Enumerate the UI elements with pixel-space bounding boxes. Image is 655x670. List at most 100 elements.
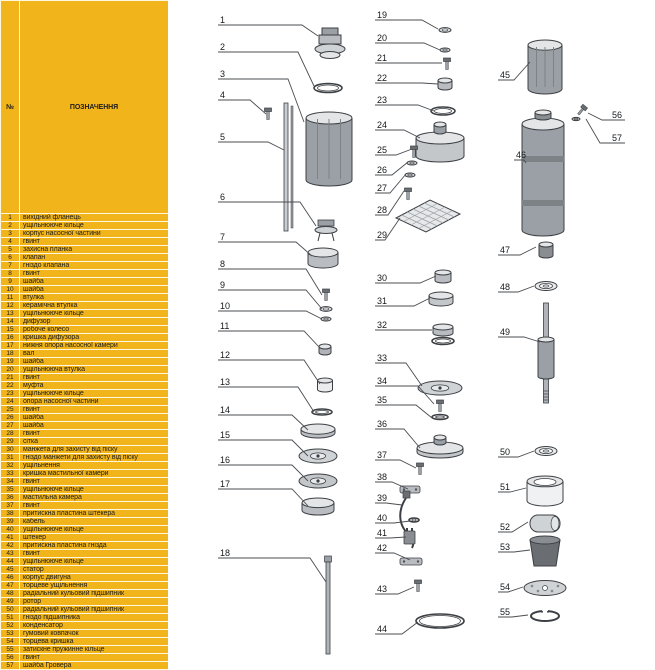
part-name-cell: ущільнююча втулка bbox=[23, 366, 85, 373]
callout-1: 1 bbox=[218, 15, 319, 37]
callout-5: 5 bbox=[218, 132, 285, 151]
callout-number: 37 bbox=[377, 450, 387, 460]
callout-number: 20 bbox=[377, 33, 387, 43]
part-21-illustration bbox=[443, 57, 451, 70]
part-name-cell: притискна пластина гнізда bbox=[23, 542, 107, 549]
part-number-cell: 10 bbox=[0, 286, 20, 293]
part-35-illustration bbox=[431, 413, 449, 421]
callout-51: 51 bbox=[498, 482, 527, 493]
part-number-cell: 26 bbox=[0, 414, 20, 421]
callout-50: 50 bbox=[498, 447, 535, 458]
part-22-illustration bbox=[437, 77, 453, 91]
part-name-cell: ущільнююче кільце bbox=[23, 558, 84, 565]
part-name-cell: втулка bbox=[23, 294, 44, 301]
part-number-cell: 55 bbox=[0, 646, 20, 653]
part-name-cell: гвинт bbox=[23, 406, 40, 413]
part-name-cell: шайба bbox=[23, 286, 44, 293]
part-5-illustration bbox=[283, 102, 294, 232]
part-3-illustration bbox=[305, 111, 353, 187]
callout-8: 8 bbox=[218, 259, 323, 296]
callout-29: 29 bbox=[375, 217, 401, 241]
part-26-illustration bbox=[406, 160, 418, 166]
part-54-illustration bbox=[523, 580, 567, 596]
callout-49: 49 bbox=[498, 327, 541, 343]
callout-9: 9 bbox=[218, 280, 323, 310]
callout-20: 20 bbox=[375, 33, 441, 51]
part-number-cell: 15 bbox=[0, 326, 20, 333]
part-7-illustration bbox=[307, 247, 339, 269]
callout-34: 34 bbox=[375, 376, 435, 405]
part-28-illustration bbox=[404, 187, 412, 200]
part-number-cell: 35 bbox=[0, 486, 20, 493]
part-47-illustration bbox=[538, 241, 554, 259]
part-name-cell: шайба bbox=[23, 358, 44, 365]
part-name-cell: гвинт bbox=[23, 430, 40, 437]
part-number-cell: 39 bbox=[0, 518, 20, 525]
part-33-illustration bbox=[417, 380, 463, 396]
callout-2: 2 bbox=[218, 42, 315, 87]
part-number-cell: 22 bbox=[0, 382, 20, 389]
callout-number: 46 bbox=[516, 150, 526, 160]
callout-18: 18 bbox=[218, 548, 327, 583]
part-name-cell: вал bbox=[23, 350, 35, 357]
part-number-cell: 9 bbox=[0, 278, 20, 285]
part-name-cell: керамічна втулка bbox=[23, 302, 78, 309]
part-name-cell: торцева кришка bbox=[23, 638, 74, 645]
part-number-cell: 29 bbox=[0, 438, 20, 445]
part-number-cell: 51 bbox=[0, 614, 20, 621]
callout-number: 32 bbox=[377, 320, 387, 330]
part-number-cell: 23 bbox=[0, 390, 20, 397]
callout-number: 41 bbox=[377, 528, 387, 538]
callout-32: 32 bbox=[375, 320, 432, 331]
callout-15: 15 bbox=[218, 430, 309, 457]
part-32-illustration bbox=[431, 323, 455, 346]
part-number-cell: 43 bbox=[0, 550, 20, 557]
part-name-cell: ротор bbox=[23, 598, 42, 605]
callout-number: 2 bbox=[220, 42, 225, 52]
callout-number: 57 bbox=[612, 133, 622, 143]
callout-30: 30 bbox=[375, 273, 437, 284]
part-name-cell: гніздо підшипника bbox=[23, 614, 80, 621]
part-49-illustration bbox=[537, 302, 555, 404]
callout-40: 40 bbox=[375, 513, 411, 524]
part-name-cell: конденсатор bbox=[23, 622, 63, 629]
callout-22: 22 bbox=[375, 73, 439, 85]
part-number-cell: 38 bbox=[0, 510, 20, 517]
callout-number: 25 bbox=[377, 145, 387, 155]
part-number-cell: 7 bbox=[0, 262, 20, 269]
callout-16: 16 bbox=[218, 455, 309, 482]
callout-number: 39 bbox=[377, 493, 387, 503]
callout-number: 27 bbox=[377, 183, 387, 193]
callout-number: 21 bbox=[377, 53, 387, 63]
part-number-cell: 46 bbox=[0, 574, 20, 581]
callout-35: 35 bbox=[375, 395, 433, 419]
callout-number: 44 bbox=[377, 624, 387, 634]
part-43-illustration bbox=[414, 579, 422, 592]
part-number-cell: 45 bbox=[0, 566, 20, 573]
part-number-cell: 41 bbox=[0, 534, 20, 541]
part-name-cell: радіальний кульовий підшипник bbox=[23, 590, 124, 597]
part-number-cell: 36 bbox=[0, 494, 20, 501]
part-name-cell: ущільнююче кільце bbox=[23, 486, 84, 493]
callout-56: 56 bbox=[587, 110, 625, 121]
